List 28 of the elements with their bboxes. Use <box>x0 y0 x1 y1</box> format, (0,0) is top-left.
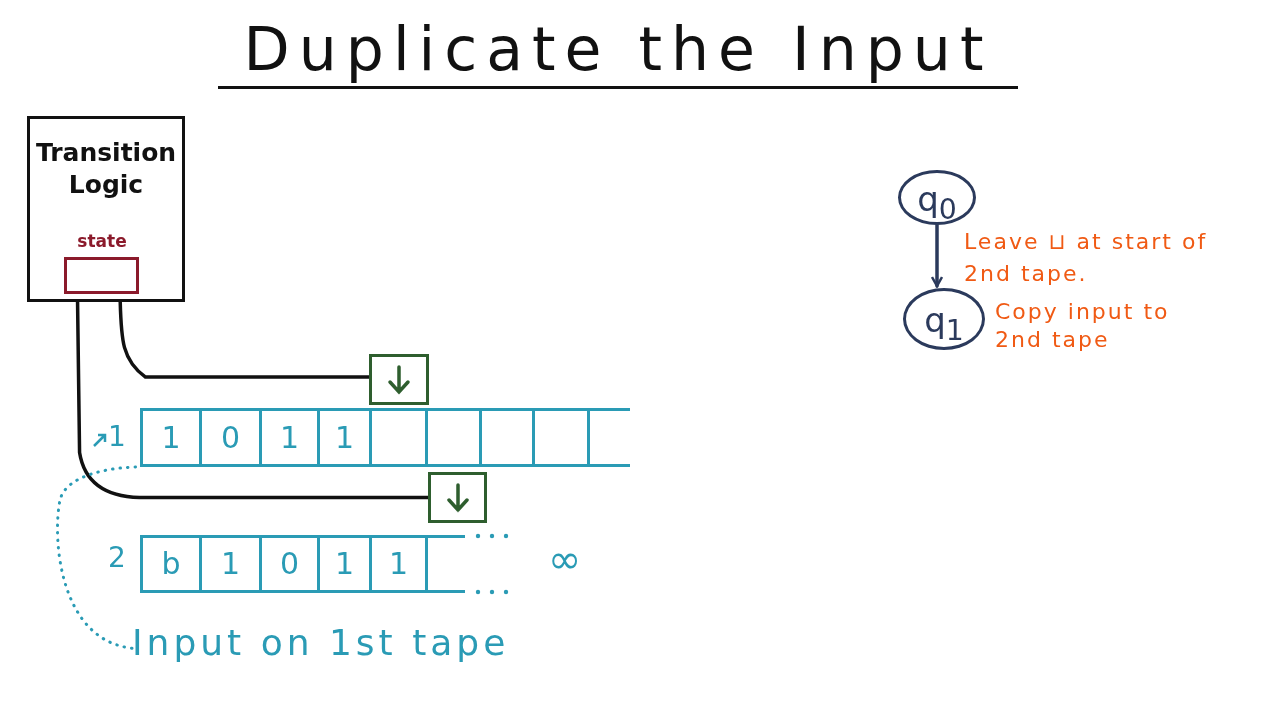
tape-strip <box>140 535 465 593</box>
arrow <box>930 223 944 288</box>
tape-cell: 0 <box>262 535 320 593</box>
tape-cell: 1 <box>140 408 202 467</box>
state-name: q$_{1}$ <box>923 300 965 349</box>
tape-cell: 1 <box>202 535 262 593</box>
title: Duplicate the Input <box>218 14 1018 89</box>
tape-cell: b <box>140 535 202 593</box>
box-title: Transition Logic <box>34 137 178 201</box>
tape-cell: 1 <box>320 408 372 467</box>
infinity-sign: ∞ <box>548 536 582 582</box>
register-label: state <box>76 231 128 251</box>
tape-cell: 1 <box>372 535 428 593</box>
tape-head-box <box>428 472 487 523</box>
state-name: q$_{0}$ <box>916 178 958 228</box>
node-note: Copy input to 2nd tape <box>995 298 1171 354</box>
state-circle <box>898 170 976 225</box>
tape-strip <box>140 408 630 467</box>
tape-cell: 0 <box>202 408 262 467</box>
tape-cell: 1 <box>320 535 372 593</box>
connector-line <box>118 300 371 379</box>
connector-line <box>75 300 430 500</box>
logic-box <box>27 116 185 302</box>
tape-head-box <box>369 354 429 405</box>
tape-number: 1 <box>108 420 126 453</box>
tape-cell: 1 <box>262 408 320 467</box>
tape-caption: Input on 1st tape <box>132 622 510 663</box>
tape-number: 2 <box>108 541 126 574</box>
